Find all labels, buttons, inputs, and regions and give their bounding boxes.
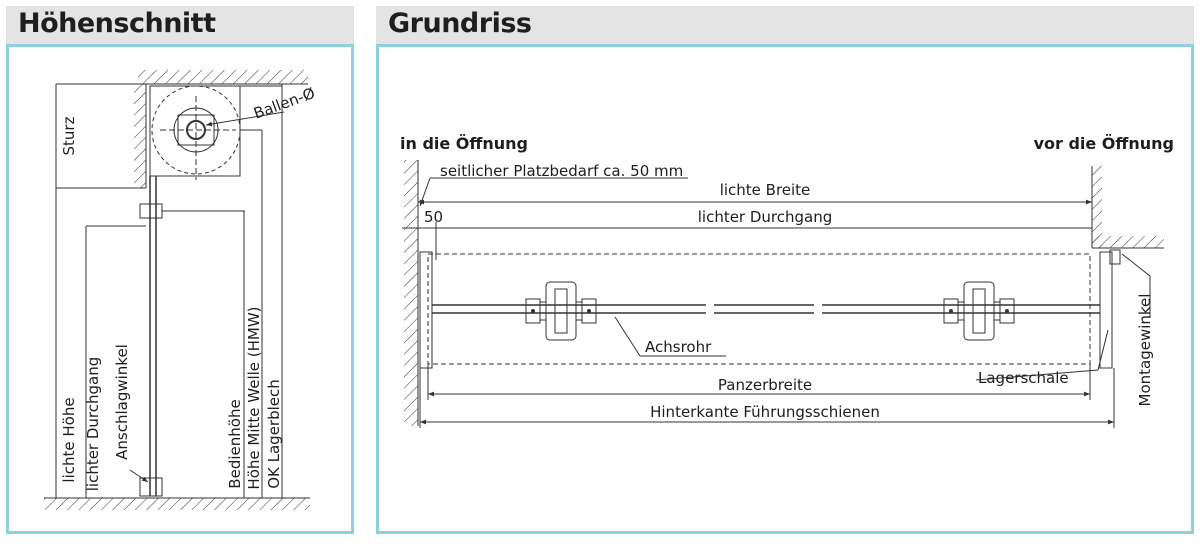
vor-die-oeffnung-label: vor die Öffnung	[1034, 134, 1174, 153]
lintel-hatch	[138, 70, 308, 84]
achsrohr-label: Achsrohr	[645, 338, 712, 356]
lower-bracket	[139, 477, 163, 497]
wall-hatch	[134, 84, 146, 188]
hinterkante-label: Hinterkante Führungsschienen	[650, 403, 880, 421]
platzbedarf-label: seitlicher Platzbedarf ca. 50 mm	[440, 162, 683, 180]
roller-box	[149, 85, 241, 177]
hmw-label: Höhe Mitte Welle (HMW)	[245, 306, 263, 489]
right-panel-header: Grundriss	[376, 6, 1194, 44]
achsrohr-leader	[614, 316, 726, 357]
left-rail	[419, 251, 433, 369]
bedienhoehe-label: Bedienhöhe	[226, 399, 244, 488]
montagewinkel-leader	[1121, 253, 1151, 318]
lagerschale-leader	[1097, 329, 1109, 371]
platzbedarf-leader	[419, 177, 431, 207]
panzerbreite-label: Panzerbreite	[718, 376, 812, 394]
right-wall-hatch	[1092, 166, 1102, 248]
right-bearing	[943, 281, 1015, 341]
lichte-breite-label: lichte Breite	[720, 181, 811, 199]
hoehenschnitt-drawing	[44, 70, 310, 510]
right-rail	[1099, 251, 1113, 369]
sturz-label: Sturz	[60, 116, 78, 155]
lagerschale-label: Lagerschale	[978, 369, 1069, 387]
ballen-leader	[205, 111, 285, 127]
lichter-durchgang-label: lichter Durchgang	[84, 357, 102, 492]
right-panel-frame	[376, 44, 1194, 534]
curtain-outline	[427, 253, 1091, 365]
fifty-label: 50	[424, 208, 443, 226]
lichte-hoehe-label: lichte Höhe	[60, 397, 78, 482]
in-die-oeffnung-label: in die Öffnung	[400, 134, 528, 153]
left-wall-hatch	[404, 160, 418, 426]
upper-bracket	[139, 203, 163, 219]
left-bearing	[525, 281, 597, 341]
grundriss-drawing	[402, 160, 1164, 428]
floor-hatch	[44, 498, 310, 510]
anschlag-leader	[129, 469, 149, 483]
left-panel-title: Höhenschnitt	[18, 8, 216, 39]
montagewinkel-part	[1109, 249, 1121, 265]
right-panel-title: Grundriss	[388, 8, 532, 39]
left-panel-header: Höhenschnitt	[6, 6, 354, 44]
ballen-label: Ballen-Ø	[251, 84, 317, 123]
lagerschale-underline	[975, 369, 1099, 381]
right-corner-hatch	[1092, 236, 1164, 248]
lichter-durchgang-label-r: lichter Durchgang	[698, 208, 833, 226]
anschlagwinkel-label: Anschlagwinkel	[113, 344, 131, 460]
montagewinkel-label: Montagewinkel	[1136, 294, 1154, 407]
left-panel-frame	[6, 44, 354, 534]
ok-lagerblech-label: OK Lagerblech	[265, 379, 283, 489]
